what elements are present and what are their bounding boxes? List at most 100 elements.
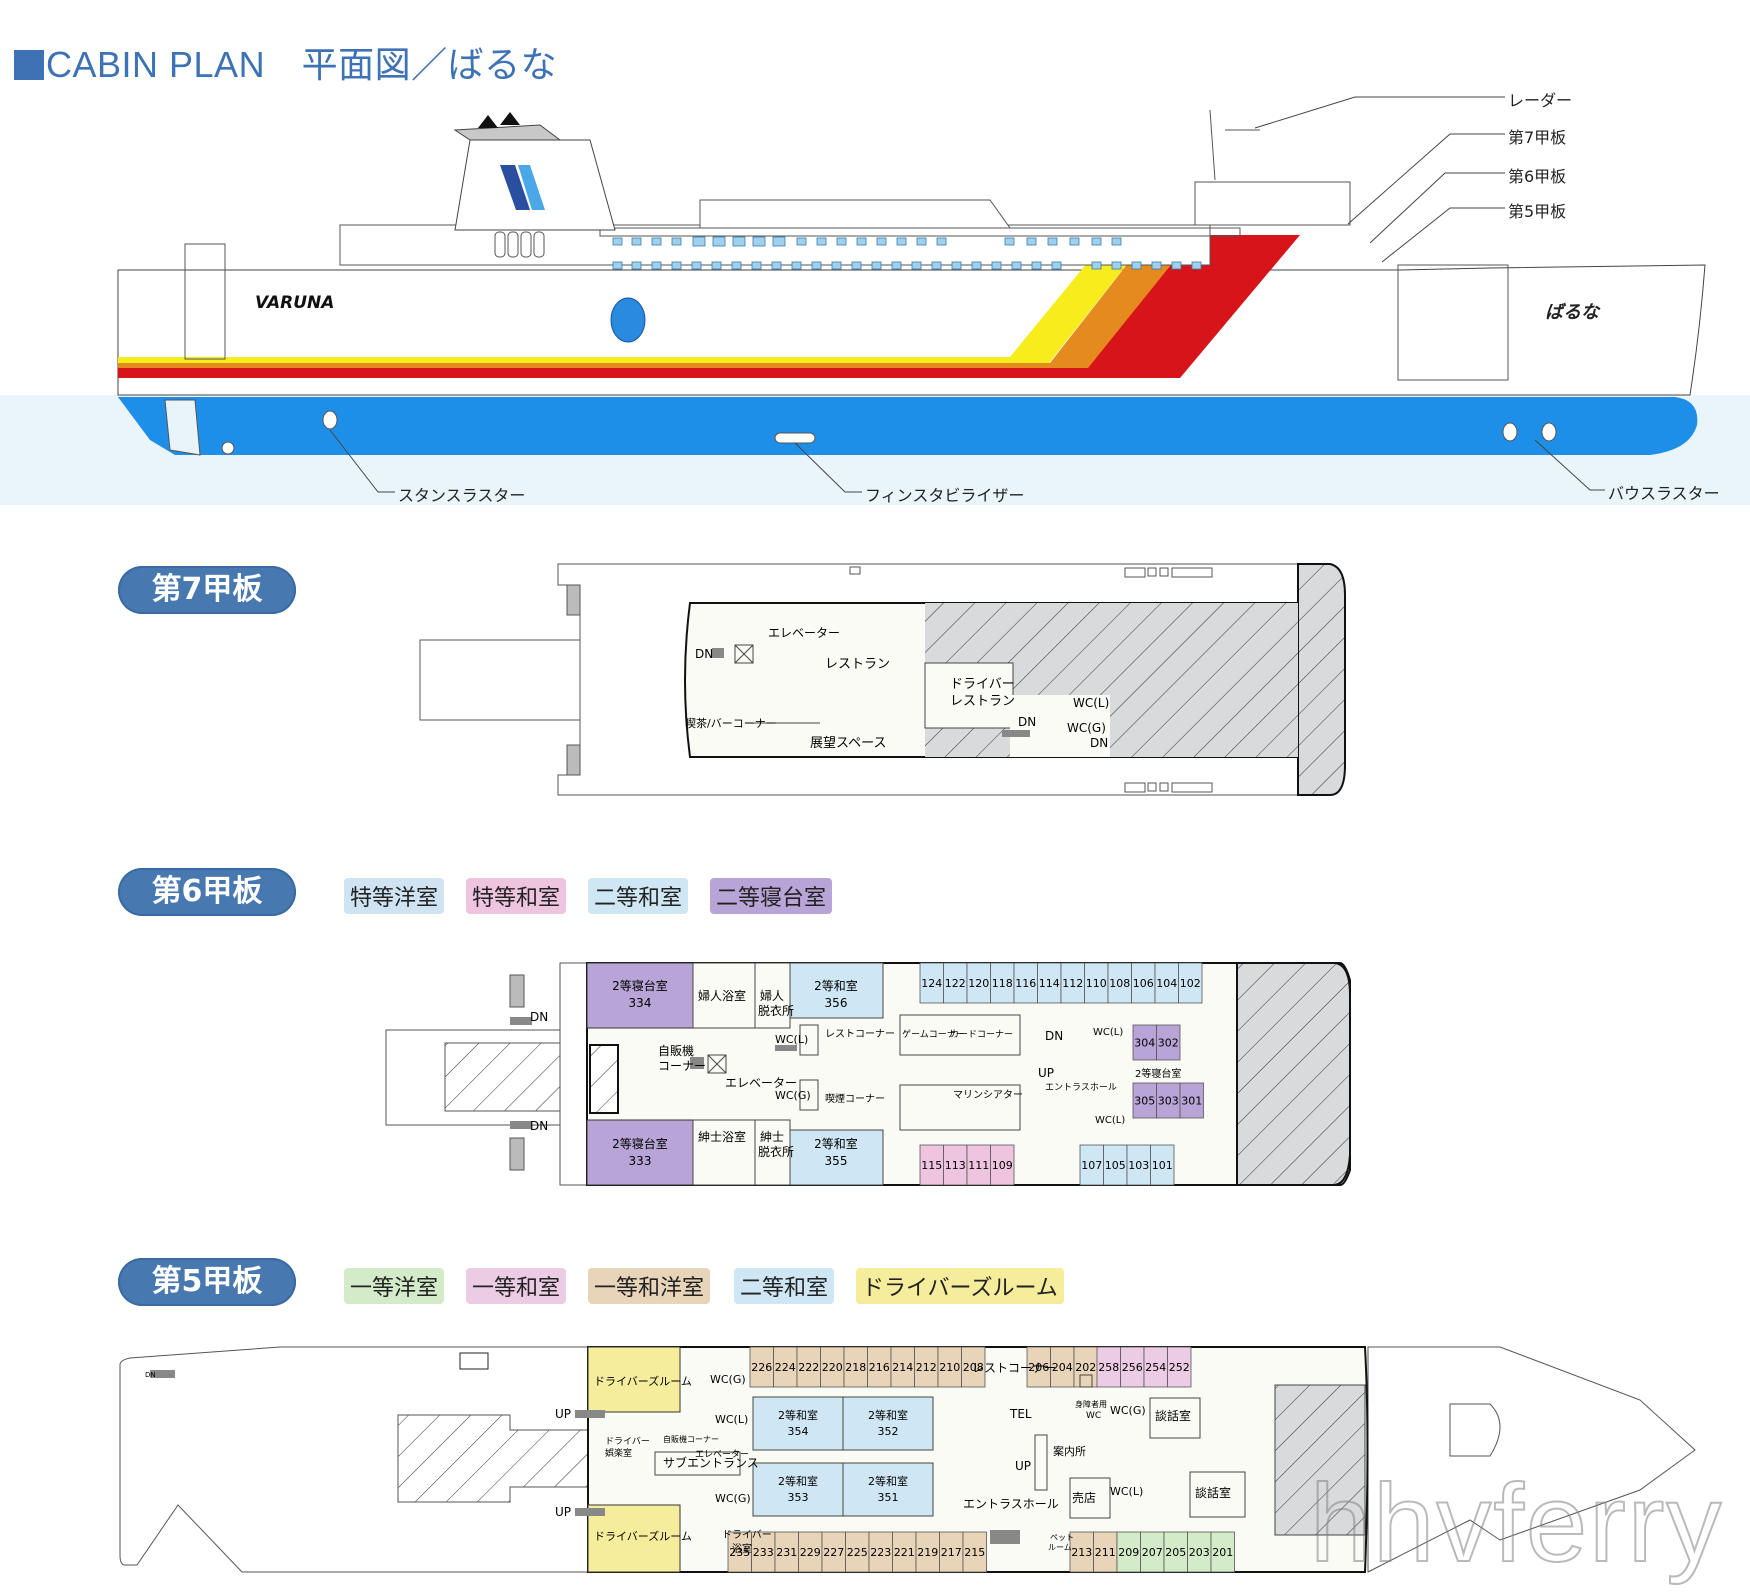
cabin-number-224: 224 [775, 1361, 796, 1374]
label-wc-g-1: WC(G) [710, 1373, 746, 1386]
label-marine-theater: マリンシアター [953, 1089, 1023, 1101]
rudder [164, 399, 201, 456]
cabin-number-219: 219 [917, 1546, 938, 1559]
bow-thruster-port-1 [1502, 422, 1518, 442]
label-restaurant: レストラン [825, 657, 890, 672]
cabin-number-203: 203 [1189, 1546, 1210, 1559]
deck7-stern-platform [419, 639, 581, 721]
cabin-number-225: 225 [847, 1546, 868, 1559]
label-dn: DN [695, 647, 713, 661]
elevator-box [734, 644, 754, 664]
label-elevator: エレベーター [768, 626, 840, 640]
cabin-room-101 [1150, 1144, 1175, 1186]
cabin-number-113: 113 [945, 1159, 966, 1172]
cabin-number-214: 214 [892, 1361, 913, 1374]
callout-bow-thruster: バウスラスター [1608, 484, 1720, 503]
cabin-number-206: 206 [1028, 1361, 1049, 1374]
deck5-stern [119, 1346, 589, 1573]
label-disabled-wc-2: WC [1086, 1411, 1101, 1421]
label-wc-l: WC(L) [775, 1033, 808, 1046]
title-square-icon [14, 50, 44, 80]
cabin-number-227: 227 [823, 1546, 844, 1559]
cabin-room-215 [962, 1531, 987, 1573]
cabin-number-217: 217 [941, 1546, 962, 1559]
deck6-bow [1236, 962, 1351, 1186]
label-entrance-hall: エントラスホール [963, 1497, 1059, 1511]
label-pet-room-1: ペット [1050, 1533, 1074, 1542]
stair-icon-2 [1002, 730, 1030, 737]
deck7-stair-lower [566, 744, 581, 776]
label-driver-bath-1: ドライバー [722, 1529, 772, 1541]
bow-thruster-port-2 [1541, 422, 1557, 442]
cabin-number-233: 233 [753, 1546, 774, 1559]
stern-ramp [184, 243, 226, 360]
cabin-room-102 [1178, 962, 1203, 1004]
label-rest-corner: レストコーナー [825, 1028, 895, 1040]
upper-deck [699, 199, 1011, 229]
cabin-number-213: 213 [1071, 1546, 1092, 1559]
legend-special-japanese: 特等和室 [466, 878, 567, 914]
windows [612, 236, 1202, 270]
label-355: 355 [825, 1154, 848, 1168]
label-elevator: エレベーター [725, 1076, 797, 1090]
label-up: UP [1038, 1066, 1054, 1080]
bridge [1194, 181, 1351, 226]
label-wc-l-3: WC(L) [1093, 1027, 1123, 1038]
legend-first-japanese: 一等和室 [466, 1268, 567, 1304]
cabin-number-103: 103 [1128, 1159, 1149, 1172]
cabin-room-302 [1156, 1024, 1181, 1061]
cabin-number-231: 231 [776, 1546, 797, 1559]
cabin-number-258: 258 [1098, 1361, 1119, 1374]
callout-stern-thruster: スタンスラスター [398, 486, 526, 505]
cabin-number-120: 120 [968, 977, 989, 990]
funnel-top [453, 124, 562, 141]
cabin-number-304: 304 [1134, 1037, 1155, 1050]
label-353: 353 [788, 1491, 809, 1504]
cabin-number-305: 305 [1134, 1095, 1155, 1108]
cabin-number-216: 216 [869, 1361, 890, 1374]
label-mens-dress-1: 紳士 [760, 1130, 784, 1144]
page-title-text: CABIN PLAN 平面図／ばるな [46, 44, 558, 85]
label-driver-rec-2: 娯楽室 [605, 1447, 632, 1459]
stair-icon [712, 648, 724, 658]
label-354-type: 2等和室 [778, 1408, 818, 1422]
label-rest-corner: レストコーナー [972, 1361, 1056, 1375]
cabin-number-256: 256 [1122, 1361, 1143, 1374]
label-334: 334 [629, 996, 652, 1010]
label-lounge-2: 談話室 [1195, 1485, 1231, 1500]
label-entrance-hall: エントラスホール [1045, 1082, 1117, 1093]
label-356: 356 [825, 996, 848, 1010]
stair-icon-dn-upper [510, 1017, 532, 1025]
cabin-number-118: 118 [992, 977, 1013, 990]
label-333: 333 [629, 1154, 652, 1168]
cabin-number-122: 122 [945, 977, 966, 990]
label-info: 案内所 [1053, 1444, 1086, 1458]
cabin-number-124: 124 [921, 977, 942, 990]
room-351 [842, 1462, 934, 1517]
watermark: hhvferry [1309, 1461, 1724, 1586]
cabin-number-218: 218 [845, 1361, 866, 1374]
label-355-type: 2等和室 [814, 1136, 858, 1151]
label-observation: 展望スペース [810, 735, 886, 751]
cabin-room-208 [961, 1346, 986, 1388]
deck6-badge: 第6甲板 [118, 868, 296, 916]
callout-deck5: 第5甲板 [1508, 202, 1567, 221]
legend-second-japanese: 二等和室 [588, 878, 689, 914]
label-334-type: 2等寝台室 [612, 978, 668, 993]
label-tel: TEL [1009, 1407, 1032, 1421]
room-353 [752, 1462, 844, 1517]
label-ladies-dress-1: 婦人 [760, 988, 784, 1003]
label-wc-l-3: WC(L) [1110, 1485, 1143, 1498]
cabin-number-301: 301 [1181, 1095, 1202, 1108]
label-ladies-bath: 婦人浴室 [698, 988, 746, 1003]
drivers-room-lower [587, 1504, 681, 1573]
cabin-number-209: 209 [1118, 1546, 1139, 1559]
legend-first-western: 一等洋室 [344, 1268, 445, 1304]
stair-icon-up-1 [575, 1410, 605, 1418]
deck5-crew-area [1274, 1384, 1366, 1536]
cabin-number-101: 101 [1152, 1159, 1173, 1172]
